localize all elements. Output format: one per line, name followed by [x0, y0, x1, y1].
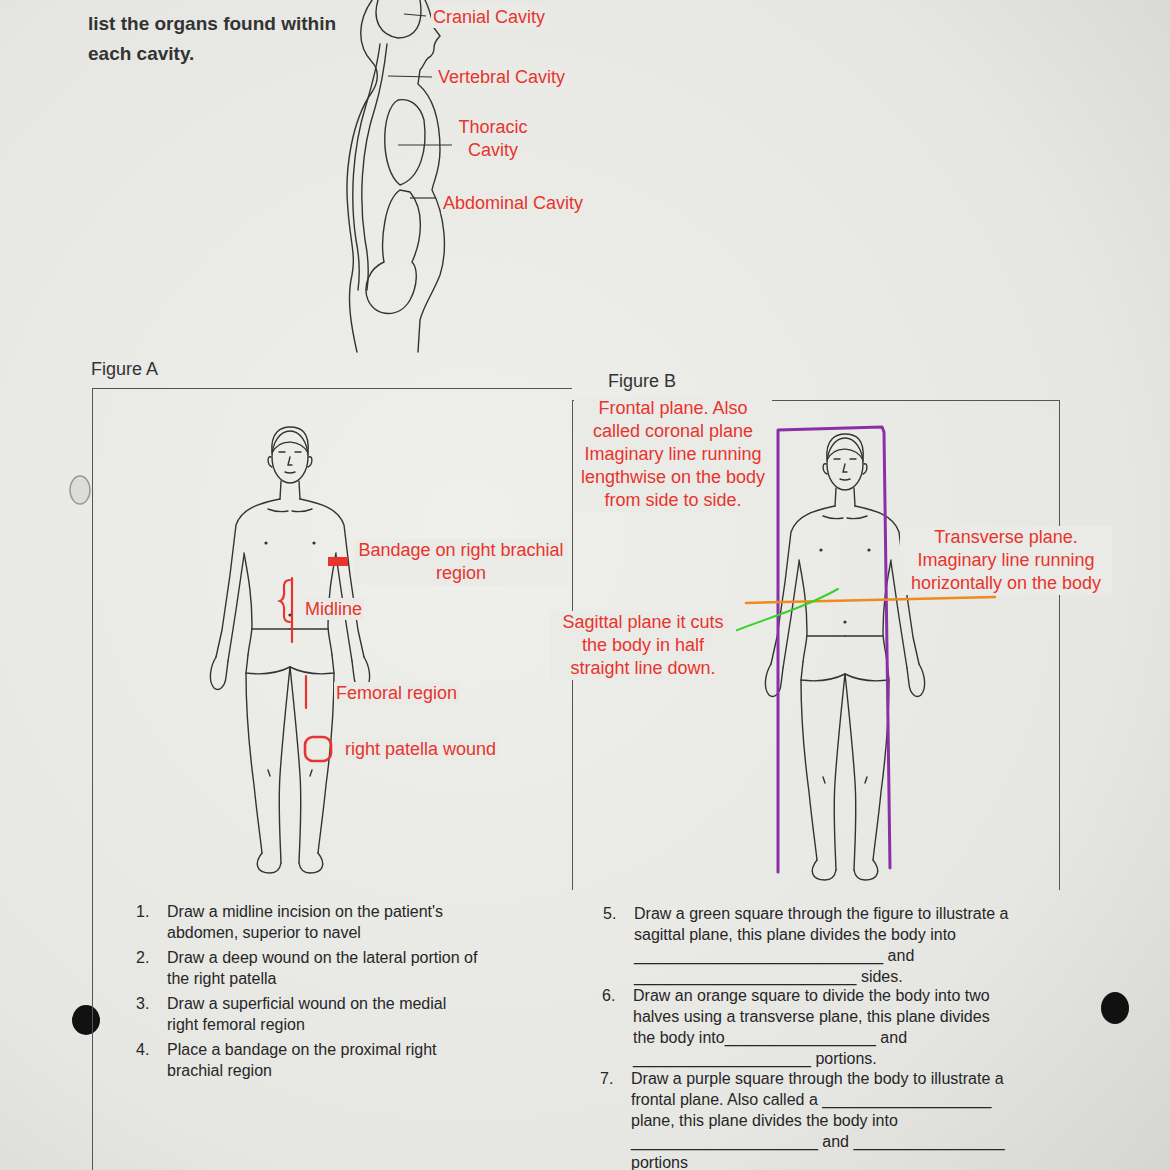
question-number: 7.: [600, 1068, 613, 1089]
plane-lines: [778, 427, 890, 872]
figure-heading: Figure B: [608, 371, 676, 392]
question-number: 6.: [602, 985, 615, 1006]
plane-note: Sagittal plane it cuts the body in half …: [550, 611, 736, 680]
side-profile-figure: [418, 0, 444, 352]
front-figure-b: [765, 434, 924, 880]
question-text: Place a bandage on the proximal right br…: [167, 1039, 467, 1081]
leader-line: [404, 14, 426, 16]
cavity-label: Thoracic Cavity: [438, 116, 548, 162]
red-annotation-mark: [291, 578, 293, 642]
plane-note: Frontal plane. Also called coronal plane…: [574, 397, 772, 512]
red-annotation-mark: [305, 676, 307, 708]
question-number: 5.: [603, 903, 616, 924]
question-number: 2.: [136, 947, 149, 968]
leader-line: [388, 14, 452, 198]
red-annotation-mark: [280, 580, 290, 622]
annotation-note: Femoral region: [334, 682, 459, 704]
leader-line: [398, 144, 452, 145]
plane-note: Transverse plane. Imaginary line running…: [900, 526, 1112, 595]
plane-lines: [746, 597, 995, 603]
instruction-text: list the organs found within each cavity…: [88, 9, 348, 69]
question-text: Draw a superficial wound on the medial r…: [167, 993, 477, 1035]
annotation-note: right patella wound: [343, 738, 498, 760]
hole-punch: [1101, 992, 1129, 1024]
question-number: 1.: [136, 901, 149, 922]
question-text: Draw an orange square to divide the body…: [633, 985, 1013, 1069]
side-profile-figure: [366, 190, 420, 314]
question-text: Draw a deep wound on the lateral portion…: [167, 947, 487, 989]
hole-punch: [70, 476, 90, 504]
figure-heading: Figure A: [91, 359, 158, 380]
annotation-note: Bandage on right brachial region: [354, 539, 568, 585]
question-text: Draw a purple square through the body to…: [631, 1068, 1021, 1170]
plane-lines: [722, 589, 838, 636]
cavity-label: Abdominal Cavity: [441, 192, 585, 214]
front-figure-a: [210, 427, 369, 873]
cavity-label: Cranial Cavity: [431, 6, 547, 28]
leader-line: [410, 197, 436, 198]
question-number: 4.: [136, 1039, 149, 1060]
side-profile-figure: [376, 0, 421, 38]
annotation-note: Midline: [303, 598, 364, 620]
cavity-label: Vertebral Cavity: [436, 66, 567, 88]
front-figure-b: [765, 434, 924, 880]
question-number: 3.: [136, 993, 149, 1014]
hole-punch: [72, 1005, 100, 1035]
side-profile-figure: [347, 0, 444, 352]
question-text: Draw a green square through the figure t…: [634, 903, 1029, 987]
question-text: Draw a midline incision on the patient's…: [167, 901, 487, 943]
red-annotation-mark: [280, 557, 348, 761]
leader-line: [388, 76, 432, 77]
side-profile-figure: [385, 100, 425, 185]
red-annotation-mark: [328, 557, 348, 566]
hole-punch: [70, 476, 1129, 1035]
red-annotation-mark: [305, 737, 331, 761]
front-figure-a: [210, 427, 369, 873]
